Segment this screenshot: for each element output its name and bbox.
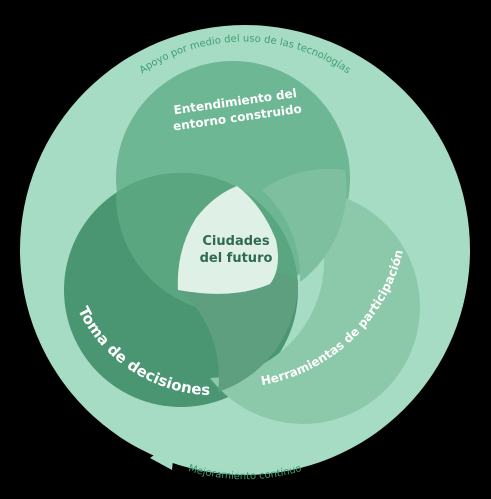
cycle-arrowhead-right: [426, 160, 452, 195]
cycle-arrowhead-bottom: [150, 440, 175, 470]
right-circle-group: [210, 189, 420, 424]
center-intersection: [177, 186, 278, 294]
cycle-arrowhead-left: [82, 78, 112, 112]
overlap-top-right: [262, 168, 347, 282]
center-label-line2: del futuro: [200, 251, 273, 266]
center-label-line1: Ciudades: [202, 234, 269, 249]
overlap-left-right: [180, 268, 299, 392]
right-circle: [210, 189, 420, 424]
